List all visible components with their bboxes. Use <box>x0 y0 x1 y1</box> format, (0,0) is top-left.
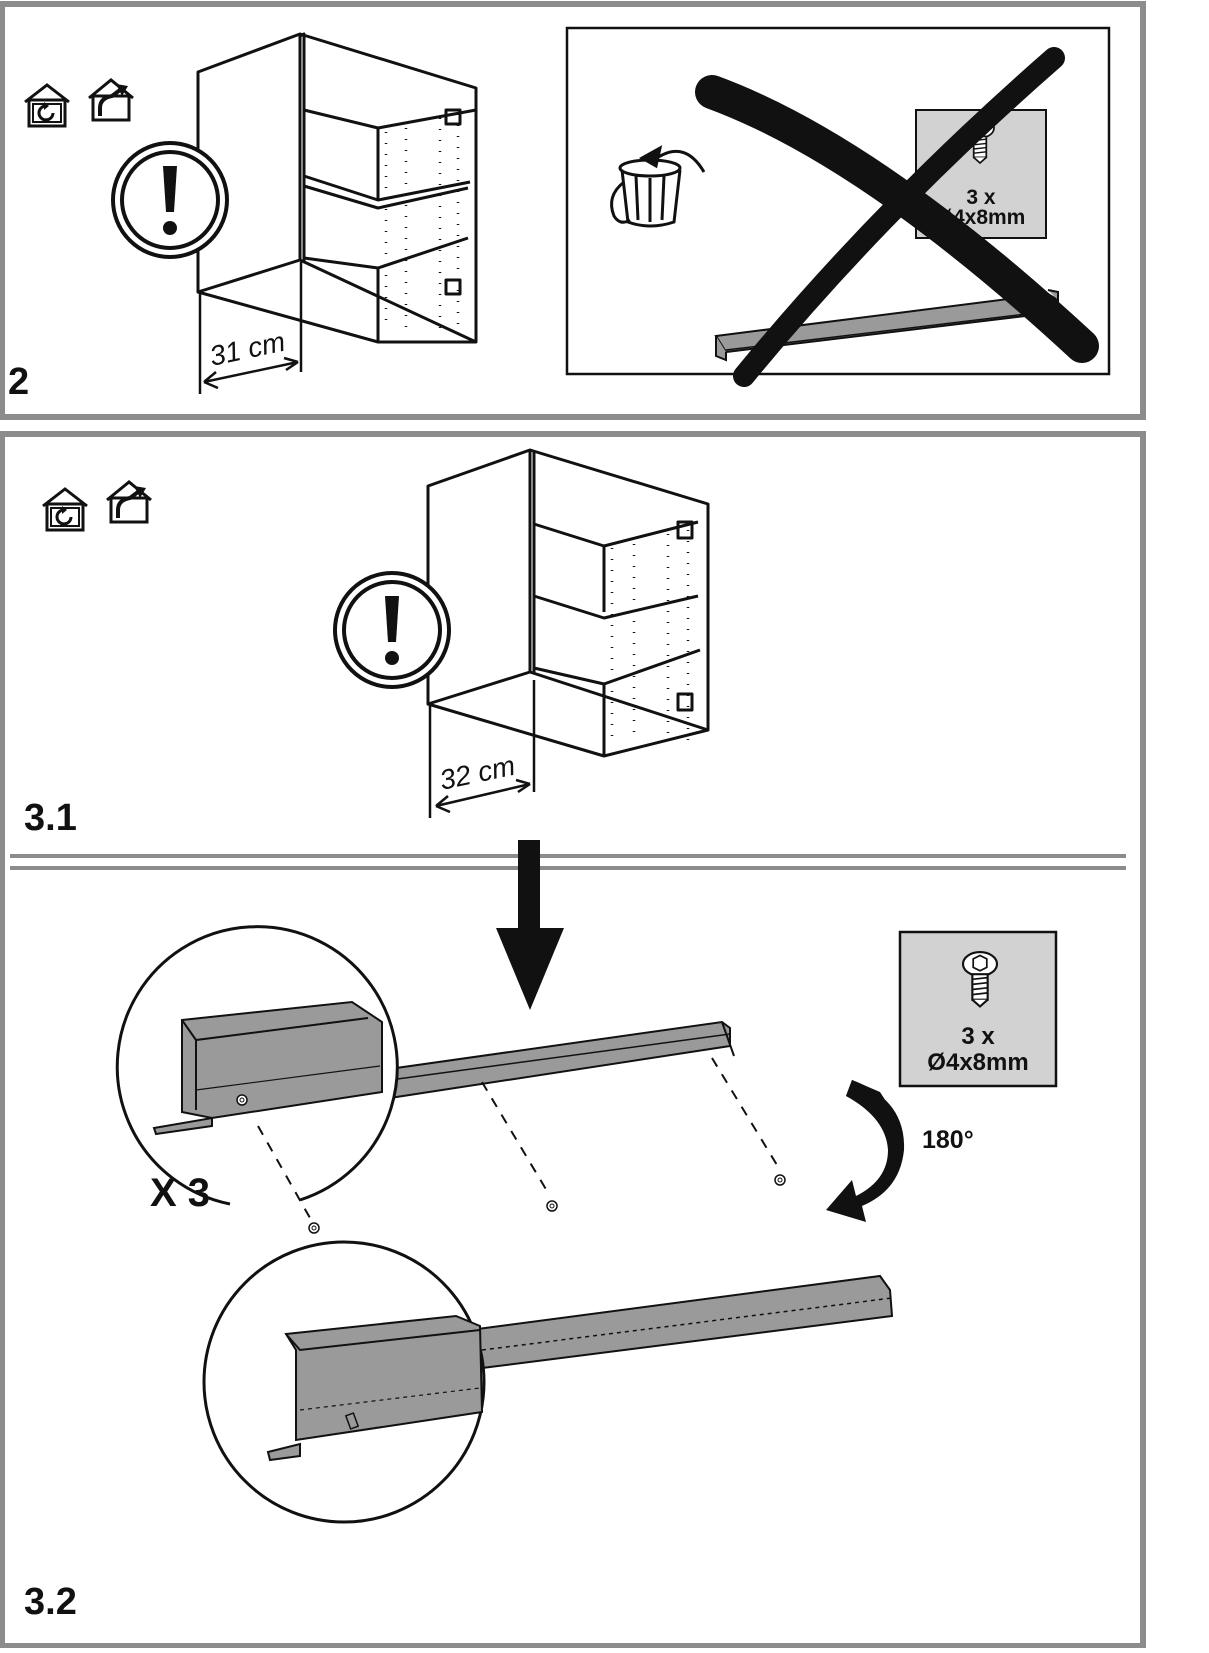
house-exhaust-icon <box>87 78 135 122</box>
step-3-frame <box>0 431 1146 1649</box>
house-recirculation-icon <box>38 484 92 534</box>
step-2-frame <box>0 1 1146 420</box>
warning-icon <box>333 571 451 689</box>
rotation-angle-label: 180° <box>922 1126 974 1154</box>
screw-count: 3 x <box>966 186 996 209</box>
trash-bin-icon <box>610 145 706 228</box>
house-exhaust-icon <box>105 480 153 524</box>
rail-zoom-lower <box>202 1240 894 1524</box>
screw-spec-box: 3 x Ø4x8mm <box>898 930 1058 1088</box>
house-recirculation-icon <box>20 80 74 130</box>
section-divider <box>10 854 1126 870</box>
step-3-panel: 32 cm 3.1 3 x Ø4x8mm 180° <box>0 431 1146 1649</box>
step-2-number: 2 <box>8 361 29 403</box>
screw-size: Ø4x8mm <box>927 1049 1028 1076</box>
down-arrow-icon <box>496 840 564 1010</box>
rotate-arrow-icon <box>826 1080 905 1222</box>
depth-dimension <box>428 680 536 818</box>
rail-zoom-upper: X 3 <box>115 925 786 1234</box>
warning-icon <box>111 141 229 259</box>
step-2-dimension-label: 31 cm <box>207 326 288 372</box>
prohibited-cross-icon <box>695 47 1099 387</box>
step-3-1-number: 3.1 <box>24 797 77 839</box>
cabinet-drawing <box>196 32 478 344</box>
screw-count: 3 x <box>961 1023 995 1050</box>
prohibited-box: 3 x Ø4x8mm <box>565 26 1111 387</box>
step-2-panel: 31 cm 2 3 x Ø4x8mm <box>0 1 1146 420</box>
screw-multiplier-label: X 3 <box>150 1171 210 1215</box>
depth-dimension <box>198 262 303 394</box>
step-3-2-number: 3.2 <box>24 1581 77 1623</box>
cabinet-drawing <box>426 448 710 758</box>
